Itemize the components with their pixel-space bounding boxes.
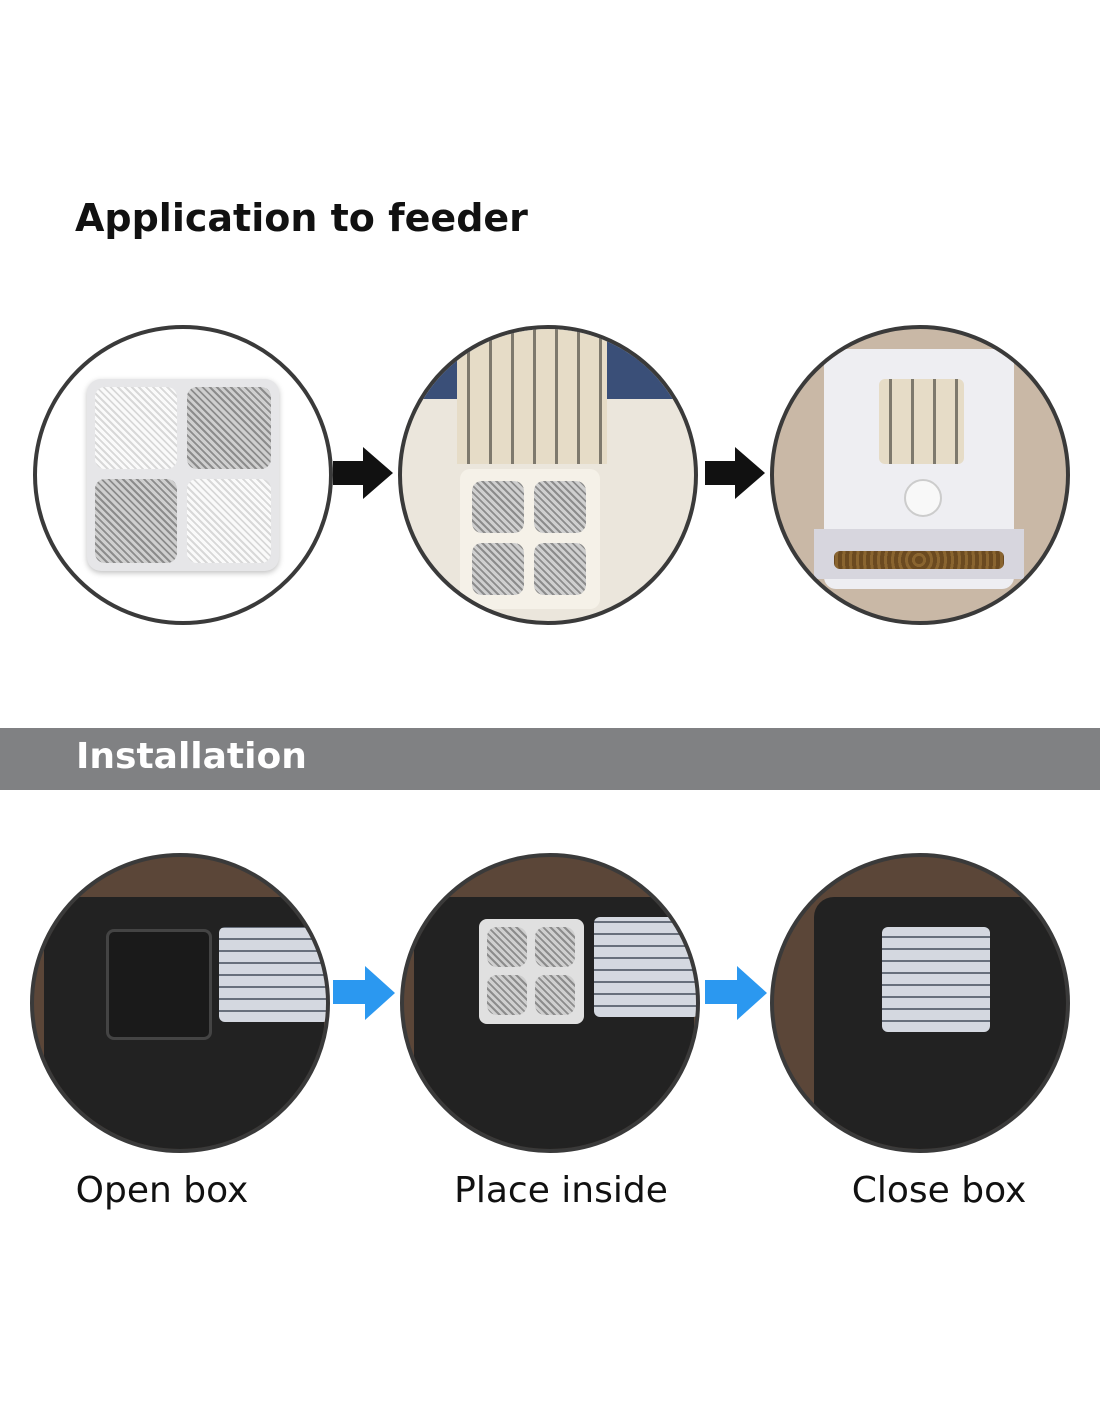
feeder-installed-photo [770, 325, 1070, 625]
close-box-photo [770, 853, 1070, 1153]
open-box-photo [30, 853, 330, 1153]
filter-photo [33, 325, 333, 625]
step-label-close-box: Close box [851, 1170, 1027, 1211]
step-label-open-box: Open box [75, 1170, 249, 1211]
installation-title: Installation [76, 736, 307, 777]
feeder-compartment-photo [398, 325, 698, 625]
installation-band: Installation [0, 728, 1100, 790]
application-title: Application to feeder [75, 196, 528, 240]
place-inside-photo [400, 853, 700, 1153]
step-label-place-inside: Place inside [454, 1170, 668, 1211]
